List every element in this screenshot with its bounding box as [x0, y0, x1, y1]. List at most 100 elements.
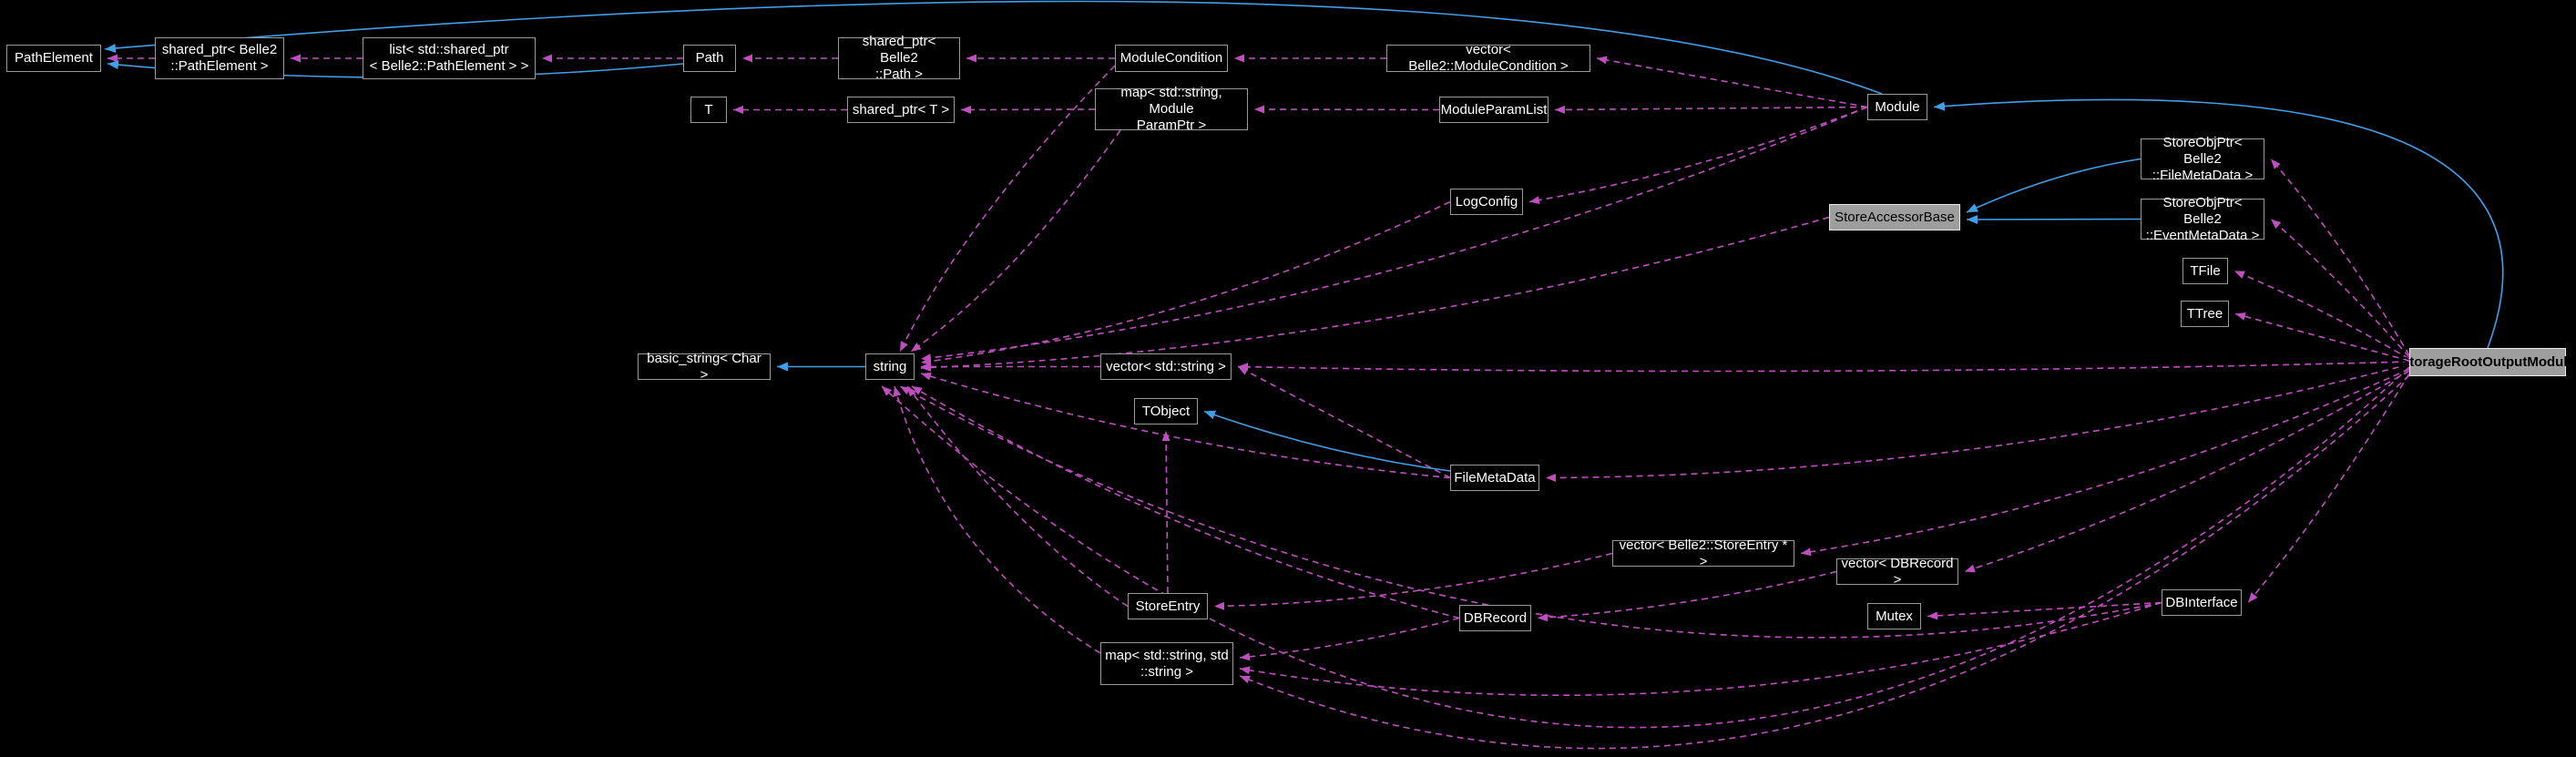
edge-StorageRootOutputModule-TFile — [2234, 270, 2410, 360]
node-label: LogConfig — [1455, 193, 1518, 210]
edge-Module-vector_ModuleCondition — [1596, 56, 1868, 108]
node-map_ModuleParamPtr[interactable]: map< std::string, Module ParamPtr > — [1095, 85, 1248, 133]
node-vector_DBRecord[interactable]: vector< DBRecord > — [1836, 555, 1958, 588]
edge-StoreEntry-TObject — [1161, 430, 1170, 594]
edge-Module-LogConfig — [1528, 106, 1868, 205]
node-StoreAccessorBase[interactable]: StoreAccessorBase — [1829, 204, 1960, 230]
node-label: FileMetaData — [1454, 469, 1536, 486]
edge-LogConfig-string — [920, 200, 1451, 366]
edge-StorageRootOutputModule-FileMetaData — [1545, 363, 2410, 482]
node-shared_ptr_T[interactable]: shared_ptr< T > — [847, 97, 955, 123]
edge-Module-ModuleParamList — [1554, 105, 1868, 114]
node-label: list< std::shared_ptr < Belle2::PathElem… — [369, 42, 529, 74]
edge-StoreEntry-string — [906, 385, 1129, 608]
node-shared_ptr_Path[interactable]: shared_ptr< Belle2 ::Path > — [838, 34, 960, 82]
node-label: vector< Belle2::ModuleCondition > — [1408, 42, 1569, 74]
node-label: TObject — [1141, 403, 1191, 419]
node-label: ModuleParamList — [1440, 101, 1548, 118]
node-TFile[interactable]: TFile — [2182, 258, 2228, 284]
edge-DBInterface-map_string_string — [1239, 601, 2162, 696]
node-label: StoreObjPtr< Belle2 ::FileMetaData > — [2152, 134, 2254, 183]
node-DBInterface[interactable]: DBInterface — [2162, 589, 2242, 616]
node-Module[interactable]: Module — [1867, 94, 1927, 120]
node-label: StoreEntry — [1135, 598, 1201, 614]
edge-vector_StoreEntry-StoreEntry — [1213, 552, 1613, 610]
node-DBRecord[interactable]: DBRecord — [1459, 605, 1531, 631]
node-vector_StoreEntry[interactable]: vector< Belle2::StoreEntry * > — [1612, 537, 1794, 569]
node-Mutex[interactable]: Mutex — [1867, 603, 1921, 629]
node-label: Module — [1875, 98, 1920, 115]
node-map_string_string[interactable]: map< std::string, std ::string > — [1100, 642, 1233, 685]
edge-FileMetaData-vector_string — [1237, 365, 1451, 479]
node-label: DBRecord — [1463, 609, 1528, 626]
edge-Module-PathElement — [104, 0, 1883, 95]
node-label: map< std::string, Module ParamPtr > — [1120, 85, 1222, 133]
node-label: map< std::string, std ::string > — [1105, 647, 1229, 680]
node-LogConfig[interactable]: LogConfig — [1450, 189, 1523, 215]
edge-Module-string — [920, 106, 1868, 363]
node-label: shared_ptr< Belle2 ::Path > — [862, 34, 936, 82]
edge-DBRecord-string — [911, 385, 1460, 619]
edge-DBInterface-string — [899, 385, 2162, 639]
node-label: Path — [695, 50, 724, 66]
edge-StorageRootOutputModule-DBInterface — [2247, 373, 2410, 604]
node-StoreEntry[interactable]: StoreEntry — [1128, 593, 1208, 619]
edge-map_ModuleParamPtr-string — [910, 129, 1121, 353]
node-TTree[interactable]: TTree — [2181, 301, 2229, 327]
node-T[interactable]: T — [690, 97, 727, 123]
node-label: Mutex — [1876, 608, 1913, 624]
node-label: string — [873, 358, 907, 374]
node-label: T — [704, 101, 713, 118]
edge-ModuleCondition-string — [899, 65, 1116, 353]
node-TObject[interactable]: TObject — [1134, 398, 1198, 425]
edge-FileMetaData-string — [920, 372, 1451, 479]
node-vector_string[interactable]: vector< std::string > — [1100, 353, 1232, 380]
node-StoreObjPtr_EventMetaData[interactable]: StoreObjPtr< Belle2 ::EventMetaData > — [2141, 195, 2264, 243]
node-StoreObjPtr_FileMetaData[interactable]: StoreObjPtr< Belle2 ::FileMetaData > — [2141, 135, 2264, 183]
edge-map_ModuleParamPtr-shared_ptr_T — [960, 105, 1096, 114]
node-label: basic_string< Char > — [647, 350, 762, 383]
node-basic_string_Char[interactable]: basic_string< Char > — [638, 351, 771, 383]
node-label: vector< DBRecord > — [1841, 555, 1954, 588]
node-vector_ModuleCondition[interactable]: vector< Belle2::ModuleCondition > — [1386, 42, 1590, 74]
node-label: TTree — [2186, 305, 2223, 322]
node-label: StorageRootOutputModule — [2400, 353, 2575, 370]
edge-StorageRootOutputModule-TTree — [2234, 312, 2410, 362]
node-label: vector< Belle2::StoreEntry * > — [1619, 537, 1788, 569]
edge-vector_DBRecord-DBRecord — [1537, 570, 1837, 622]
edge-ModuleParamList-map_ModuleParamPtr — [1253, 105, 1440, 114]
edge-map_string_string-string — [893, 385, 1101, 654]
edge-StorageRootOutputModule-vector_DBRecord — [1964, 370, 2410, 573]
node-Path[interactable]: Path — [683, 45, 736, 72]
node-label: vector< std::string > — [1106, 358, 1226, 374]
node-label: StoreObjPtr< Belle2 ::EventMetaData > — [2145, 194, 2260, 243]
edge-StorageRootOutputModule-map_string_string — [1239, 374, 2410, 750]
node-StorageRootOutputModule[interactable]: StorageRootOutputModule — [2400, 348, 2575, 376]
edge-StorageRootOutputModule-vector_string — [1237, 361, 2410, 373]
node-list_shared_ptr[interactable]: list< std::shared_ptr < Belle2::PathElem… — [363, 37, 536, 79]
edge-StoreObjPtr_FileMetaData-StoreAccessorBase — [1966, 158, 2142, 213]
edge-StorageRootOutputModule-StoreObjPtr_EventMetaData — [2270, 218, 2410, 358]
node-ModuleCondition[interactable]: ModuleCondition — [1115, 45, 1228, 72]
edge-StorageRootOutputModule-Module — [1933, 98, 2504, 349]
edge-FileMetaData-TObject — [1203, 410, 1451, 472]
node-ModuleParamList[interactable]: ModuleParamList — [1439, 97, 1549, 123]
node-FileMetaData[interactable]: FileMetaData — [1450, 465, 1539, 491]
node-PathElement[interactable]: PathElement — [6, 45, 101, 72]
node-label: shared_ptr< Belle2 ::PathElement > — [161, 42, 278, 74]
node-label: StoreAccessorBase — [1835, 209, 1955, 225]
edge-StoreAccessorBase-string — [920, 216, 1830, 372]
node-label: TFile — [2190, 262, 2221, 279]
edge-group — [104, 0, 2504, 750]
node-label: DBInterface — [2165, 594, 2238, 610]
node-label: shared_ptr< T > — [852, 101, 950, 118]
edge-StorageRootOutputModule-vector_StoreEntry — [1800, 368, 2410, 557]
edge-StorageRootOutputModule-StoreObjPtr_FileMetaData — [2270, 158, 2410, 356]
edge-StorageRootOutputModule-string — [881, 366, 2410, 729]
edge-DBRecord-map_string_string — [1239, 617, 1460, 661]
node-shared_ptr_PathElement[interactable]: shared_ptr< Belle2 ::PathElement > — [155, 37, 284, 79]
node-string[interactable]: string — [865, 353, 915, 380]
node-label: ModuleCondition — [1119, 50, 1223, 66]
